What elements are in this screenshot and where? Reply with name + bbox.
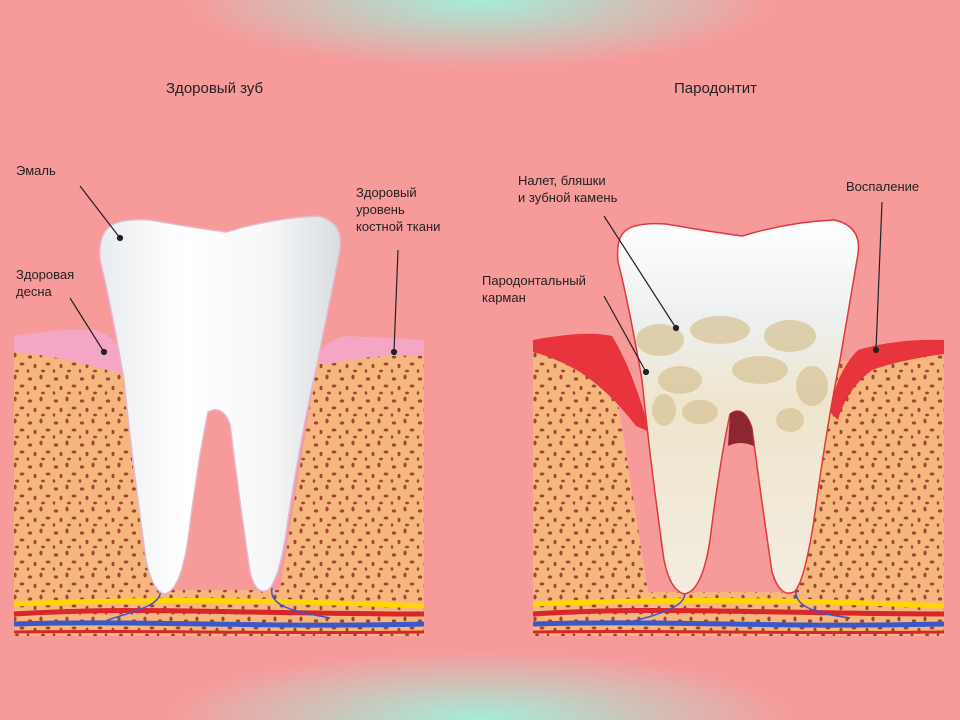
disease-artery: [532, 607, 945, 617]
healthy-bone: [14, 340, 424, 636]
disease-pulp: [728, 411, 754, 446]
plaque-deposits: [636, 316, 828, 432]
disease-tooth: [616, 219, 860, 595]
label-healthy-gum: Здоровая десна: [16, 267, 75, 299]
disease-artery-2: [532, 629, 945, 635]
healthy-gum-left: [14, 329, 132, 376]
label-pocket: Пародонтальный карман: [482, 273, 586, 305]
pointer-lines: [69, 185, 883, 376]
disease-title: Пародонтит: [674, 80, 757, 97]
healthy-tooth: [98, 215, 342, 595]
disease-bone: [533, 348, 944, 636]
healthy-artery: [13, 607, 425, 617]
disease-vein: [532, 620, 945, 628]
healthy-tooth-illustration: [13, 215, 425, 636]
healthy-vein: [13, 620, 425, 628]
healthy-artery-2: [13, 629, 425, 635]
label-healthy-bone: Здоровый уровень костной ткани: [356, 185, 441, 234]
disease-nerve: [532, 598, 945, 609]
healthy-gum-right: [314, 336, 424, 364]
label-enamel: Эмаль: [16, 163, 56, 178]
healthy-nerve: [13, 598, 425, 609]
label-plaque: Налет, бляшки и зубной камень: [518, 173, 618, 205]
disease-tooth-illustration: [532, 219, 945, 636]
disease-gum-right: [830, 339, 944, 420]
disease-gum-left: [533, 333, 650, 432]
healthy-root-nerve-right: [271, 587, 331, 619]
disease-root-nerve-right: [795, 589, 851, 619]
label-inflammation: Воспаление: [846, 179, 920, 194]
healthy-title: Здоровый зуб: [166, 80, 264, 97]
